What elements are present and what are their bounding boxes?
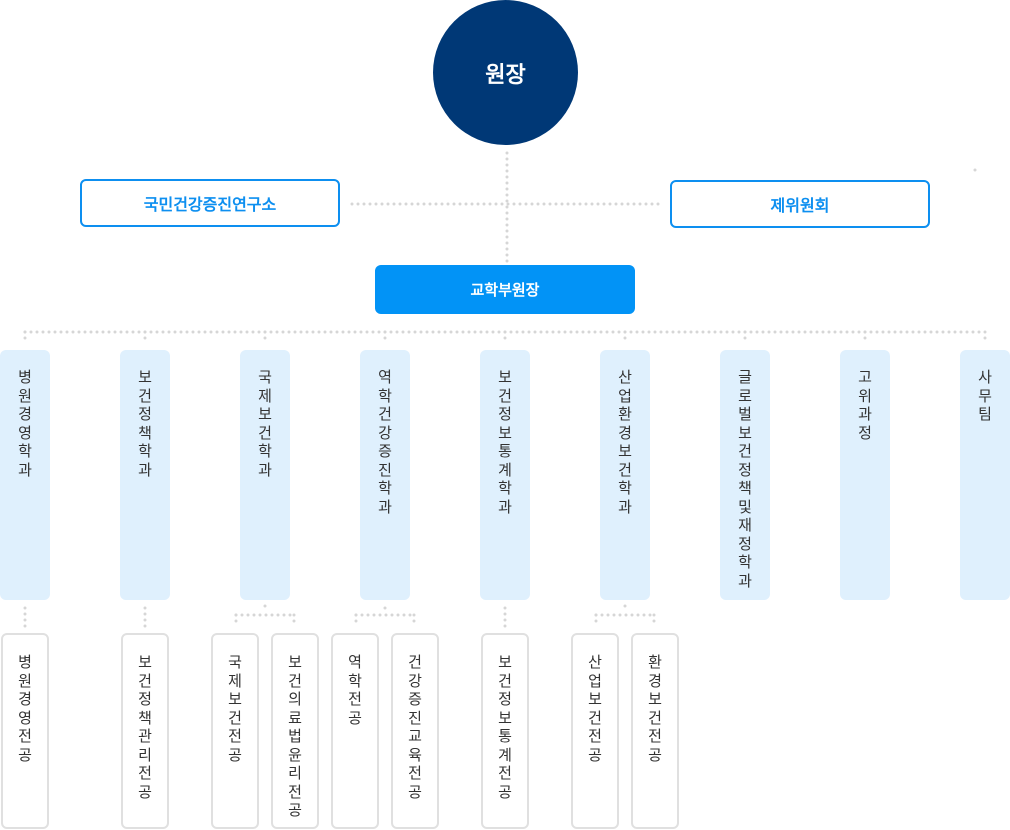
committee-node[interactable]: 제위원회: [670, 180, 930, 228]
director-label: 원장: [485, 62, 526, 88]
director-node[interactable]: 원장: [433, 0, 578, 145]
institute-label: 국민건강증진연구소: [143, 195, 277, 214]
institute-node[interactable]: 국민건강증진연구소: [80, 179, 340, 227]
vice-dean-label: 교학부원장: [470, 281, 540, 299]
vice-dean-node[interactable]: 교학부원장: [375, 265, 635, 314]
stray-dot: [973, 168, 977, 172]
committee-label: 제위원회: [770, 196, 830, 215]
